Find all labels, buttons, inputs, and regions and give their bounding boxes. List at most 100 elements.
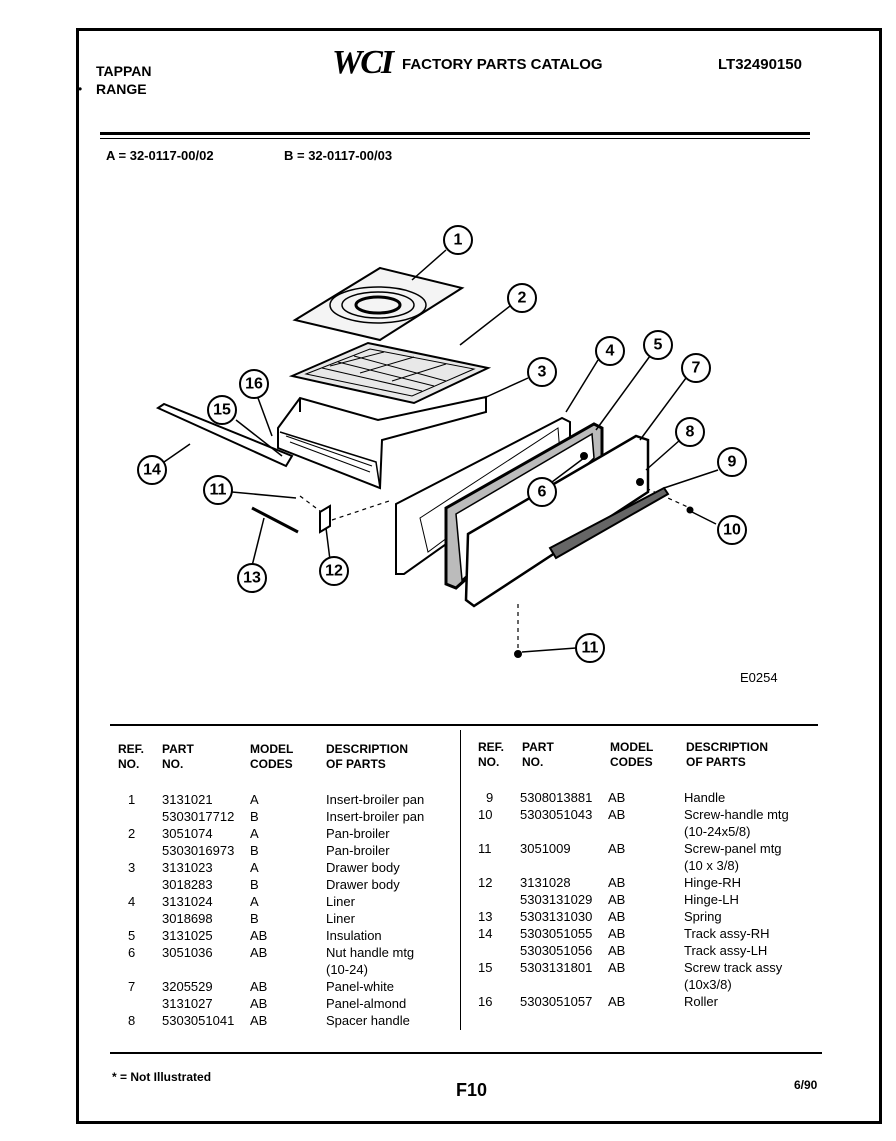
cell-code: AB: [608, 790, 626, 805]
cell-part: 5303016973: [162, 843, 235, 858]
cell-desc: Drawer body: [326, 877, 400, 892]
cell-desc: Pan-broiler: [326, 826, 390, 841]
part-handle: [548, 486, 670, 560]
callout-11: 11: [210, 482, 227, 499]
cell-code: AB: [608, 807, 626, 822]
cell-ref: 8: [128, 1013, 136, 1028]
table-row: (10-24): [120, 962, 460, 978]
cell-desc: Insert-broiler pan: [326, 809, 425, 824]
cell-desc: (10 x 3/8): [684, 858, 739, 873]
cell-part: 5303051056: [520, 943, 593, 958]
cell-desc: (10-24): [326, 962, 368, 977]
cell-ref: 12: [478, 875, 493, 890]
cell-part: 5303051055: [520, 926, 593, 941]
cell-desc: Panel-white: [326, 979, 394, 994]
cell-desc: Screw-panel mtg: [684, 841, 782, 856]
callout-10: 10: [723, 522, 741, 539]
table-row: (10-24x5/8): [478, 824, 818, 840]
cell-desc: Handle: [684, 790, 726, 805]
cell-part: 3131023: [162, 860, 213, 875]
cell-ref: 11: [478, 841, 492, 856]
callout-8: 8: [686, 424, 695, 441]
cell-ref: 6: [128, 945, 136, 960]
cell-part: 5303051043: [520, 807, 593, 822]
cell-ref: 9: [486, 790, 494, 805]
brand-block: TAPPAN RANGE: [96, 62, 151, 98]
part-panel: [464, 434, 650, 608]
cell-part: 3131021: [162, 792, 213, 807]
table-top-rule: [110, 724, 818, 726]
table-divider: [460, 730, 461, 1030]
cell-code: A: [250, 826, 259, 841]
table-row: (10x3/8): [478, 977, 818, 993]
cell-ref: 10: [478, 807, 493, 822]
cell-ref: 7: [128, 979, 136, 994]
cell-code: B: [250, 877, 259, 892]
table-row: 9 5308013881 AB Handle: [478, 790, 818, 806]
cell-part: 5308013881: [520, 790, 593, 805]
part-insert-broiler-pan: [292, 266, 465, 342]
product-name: RANGE: [96, 81, 147, 97]
cell-part: 5303131801: [520, 960, 593, 975]
brand-name: TAPPAN: [96, 63, 152, 79]
cell-part: 3205529: [162, 979, 213, 994]
cell-code: AB: [608, 875, 626, 890]
cell-desc: Track assy-LH: [684, 943, 768, 958]
table-row: 5303051056 AB Track assy-LH: [478, 943, 818, 959]
model-code-a: A = 32-0117-00/02: [106, 148, 214, 163]
footer-rule: [110, 1052, 822, 1054]
cell-desc: Hinge-RH: [684, 875, 742, 890]
cell-code: AB: [250, 945, 268, 960]
table-row: 10 5303051043 AB Screw-handle mtg: [478, 807, 818, 823]
cell-code: A: [250, 792, 259, 807]
cell-ref: 2: [128, 826, 136, 841]
part-track-assy: [155, 402, 294, 468]
cell-code: AB: [250, 979, 268, 994]
cell-desc: (10-24x5/8): [684, 824, 751, 839]
callout-6: 6: [538, 484, 547, 501]
cell-desc: Liner: [326, 911, 355, 926]
cell-desc: Pan-broiler: [326, 843, 390, 858]
callout-11b: 11: [582, 640, 599, 657]
callout-12: 12: [325, 563, 343, 580]
cell-code: A: [250, 860, 259, 875]
figure-code: E0254: [740, 670, 778, 685]
cell-desc: Screw-handle mtg: [684, 807, 789, 822]
header-ref-right: REF.NO.: [478, 740, 505, 769]
cell-code: AB: [608, 994, 626, 1009]
callout-5: 5: [654, 337, 663, 354]
cell-code: AB: [608, 841, 626, 856]
cell-code: AB: [608, 943, 626, 958]
part-drawer-body: [277, 395, 487, 490]
cell-part: 3131025: [162, 928, 213, 943]
cell-ref: 5: [128, 928, 136, 943]
cell-desc: Screw track assy: [684, 960, 783, 975]
cell-part: 3131024: [162, 894, 213, 909]
exploded-parts-diagram: 1 2 3 4 5 6 7 8 9 10 11 12 13 14 15 16 1…: [137, 225, 747, 663]
callout-2: 2: [518, 290, 527, 307]
cell-desc: Liner: [326, 894, 355, 909]
cell-part: 5303131030: [520, 909, 593, 924]
cell-code: AB: [608, 926, 626, 941]
cell-code: B: [250, 809, 259, 824]
cell-desc: Drawer body: [326, 860, 400, 875]
model-code-b: B = 32-0117-00/03: [284, 148, 393, 163]
callout-7: 7: [692, 360, 701, 377]
